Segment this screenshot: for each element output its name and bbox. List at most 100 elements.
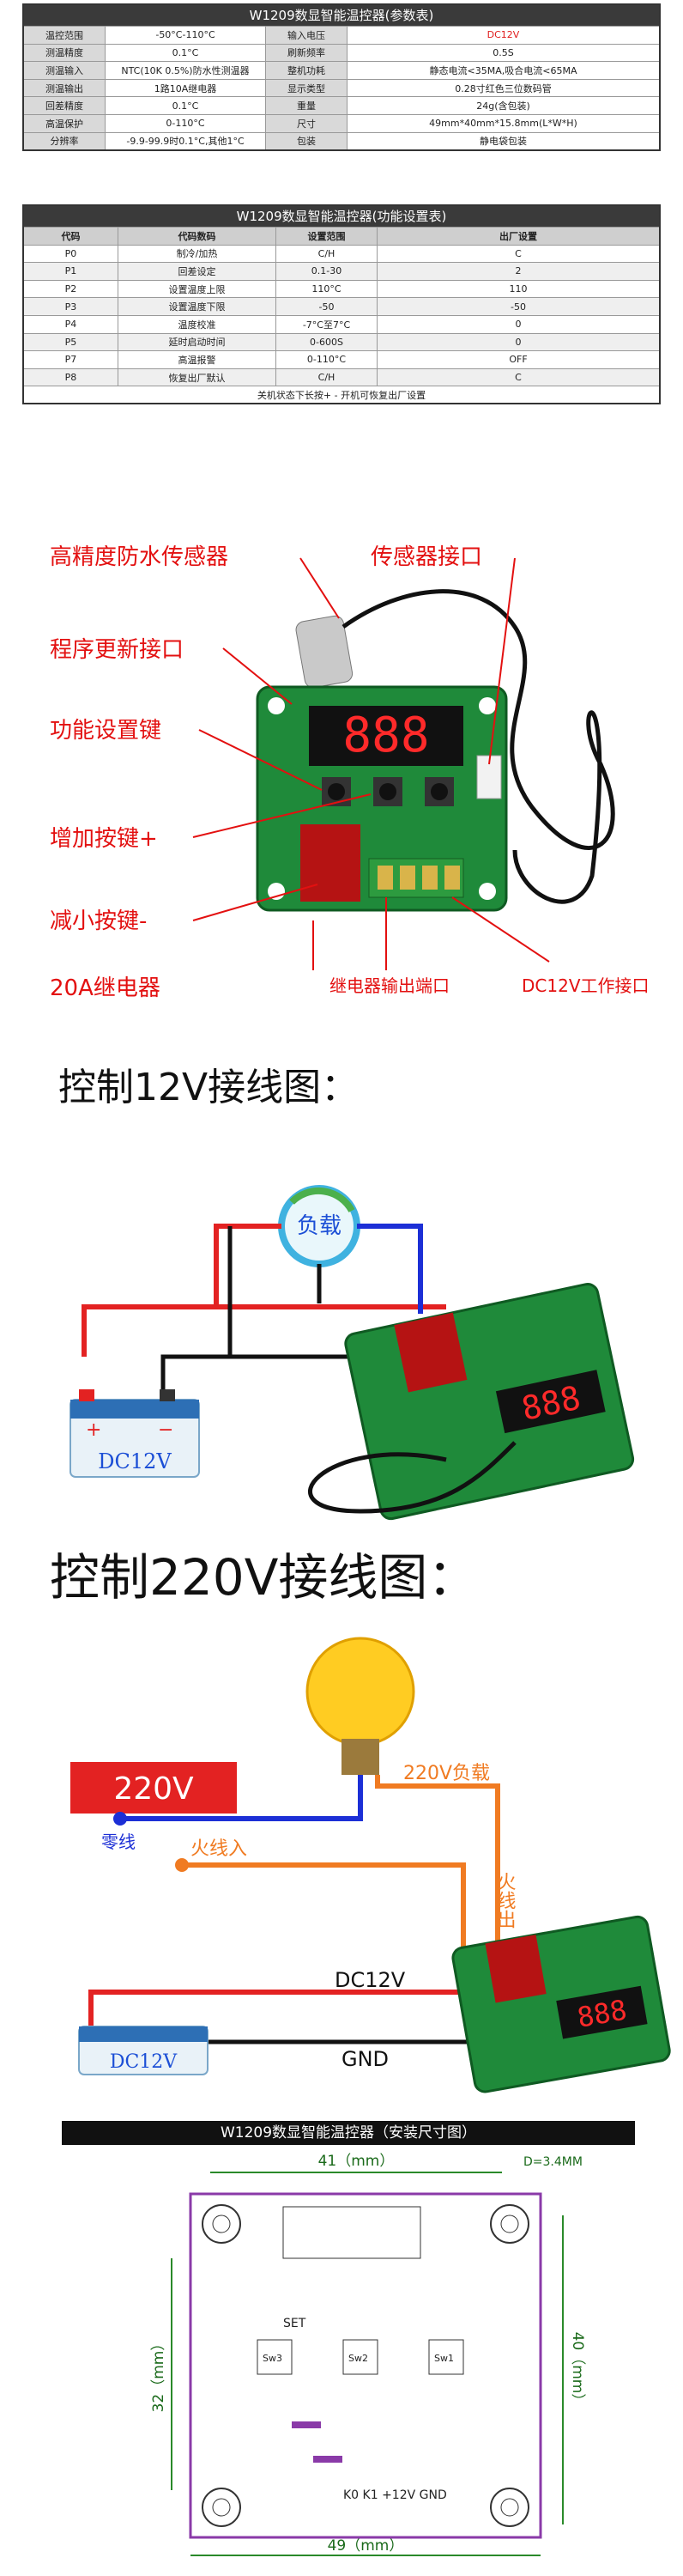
battery-label: DC12V	[98, 1449, 172, 1473]
func-cell: OFF	[509, 354, 528, 366]
wiring12-illustration: 负载 + − DC12V 888	[70, 1185, 635, 1521]
params-cell: 0.5S	[493, 46, 514, 58]
func-cell: 设置温度下限	[118, 298, 276, 315]
params-cell: 包装	[266, 132, 348, 150]
func-cell: 0	[515, 319, 522, 331]
params-cell: 显示类型	[266, 79, 348, 97]
func-cell: 温度校准	[118, 315, 276, 333]
params-cell: 尺寸	[266, 114, 348, 132]
params-cell: 49mm*40mm*15.8mm(L*W*H)	[429, 118, 577, 130]
func-cell: 恢复出厂默认	[118, 368, 276, 386]
func-cell: 设置温度上限	[118, 280, 276, 298]
label-minus-key: 减小按键-	[50, 908, 148, 934]
func-cell: 制冷/加热	[118, 245, 276, 263]
label-sensor-port: 传感器接口	[371, 544, 483, 570]
func-cell: P1	[24, 263, 118, 280]
params-cell: DC12V	[487, 29, 520, 41]
func-cell: C	[515, 247, 522, 259]
header-name: 代码数码	[118, 228, 276, 245]
sensor-probe	[295, 615, 354, 689]
wiring-220v: 控制220V接线图： 220V负载 220V 零线 火线入 火线出 DC12V …	[0, 1528, 683, 2093]
sensor-cable-12v	[308, 1441, 517, 1514]
battery-plus: +	[86, 1419, 101, 1441]
label-sensor: 高精度防水传感器	[50, 544, 229, 570]
func-cell: P7	[24, 351, 118, 368]
func-cell: P0	[24, 245, 118, 263]
neutral-wire	[120, 1775, 363, 1821]
params-cell: 高温保护	[24, 114, 106, 132]
battery-minus: −	[158, 1419, 173, 1441]
wiring220-title: 控制220V接线图：	[50, 1548, 478, 1607]
params-cell: -9.9-99.9时0.1°C,其他1°C	[106, 132, 266, 150]
params-cell: 0-110°C	[106, 114, 266, 132]
func-cell: -50	[378, 298, 659, 315]
func-cell: 延时启动时间	[118, 333, 276, 351]
dim-set: SET	[283, 2317, 306, 2330]
params-cell: 重量	[266, 97, 348, 114]
func-cell: P4	[24, 315, 118, 333]
header-range: 设置范围	[276, 228, 378, 245]
dc-plus-wire	[88, 1990, 515, 2026]
black-wire	[160, 1226, 233, 1400]
dim-height-right: 40（mm）	[569, 2332, 586, 2409]
params-cell: 0.1°C	[106, 97, 266, 114]
label-relay: 20A继电器	[50, 975, 160, 1001]
blue-wire	[357, 1224, 423, 1314]
params-cell: 整机功耗	[266, 62, 348, 79]
dims-section: W1209数显智能温控器（安装尺寸图） 41（mm） 49（mm） 32（mm）…	[0, 2095, 683, 2576]
params-table-title: W1209数显智能温控器(参数表)	[24, 5, 659, 26]
func-cell: P2	[24, 280, 118, 298]
params-cell: 0.28寸红色三位数码管	[455, 82, 552, 94]
params-cell: 分辨率	[24, 132, 106, 150]
dim-pins: K0 K1 +12V GND	[343, 2488, 447, 2502]
func-cell: 110°C	[276, 280, 378, 298]
load-label: 负载	[297, 1213, 342, 1239]
params-cell: 测温输出	[24, 79, 106, 97]
params-cell: 测温精度	[24, 44, 106, 62]
func-cell: 0	[378, 333, 659, 351]
seven-seg-display	[309, 706, 463, 766]
dims-title: W1209数显智能温控器（安装尺寸图）	[62, 2121, 635, 2145]
header-default: 出厂设置	[499, 230, 537, 242]
wiring-12v: 控制12V接线图： 负载 + − DC12V 888	[0, 1030, 683, 1521]
func-cell: C/H	[276, 368, 378, 386]
source-label: 220V	[113, 1771, 194, 1807]
params-cell: 0.1°C	[106, 44, 266, 62]
func-cell: 回差设定	[118, 263, 276, 280]
board-diagram: 888 高精度防水传感器 传感器接口 程序更新接口	[0, 481, 683, 1013]
func-cell: 110	[509, 283, 528, 295]
sensor-cable	[342, 589, 615, 904]
params-cell: -50°C-110°C	[106, 27, 266, 44]
func-cell: 0-110°C	[276, 351, 378, 368]
func-cell: P5	[24, 333, 118, 351]
gnd-label: GND	[342, 2047, 389, 2071]
params-cell: 温控范围	[24, 27, 106, 44]
func-cell: 2	[378, 263, 659, 280]
params-cell: 静电袋包装	[480, 136, 527, 148]
label-dc-port: DC12V工作接口	[522, 975, 650, 996]
dims-drawing: 41（mm） 49（mm） 32（mm） 40（mm） D=3.4MM SET …	[150, 2153, 586, 2556]
display-digits: 888	[342, 708, 429, 763]
mount-hole	[479, 883, 496, 900]
neutral-label: 零线	[101, 1832, 136, 1852]
params-cell: 静态电流<35MA,吸合电流<65MA	[429, 64, 577, 76]
wiring220-illustration: 220V负载 220V 零线 火线入 火线出 DC12V GND DC12V 8…	[70, 1637, 671, 2093]
live-out-wire	[375, 1775, 500, 2009]
label-relay-out: 继电器输出端口	[329, 975, 450, 996]
params-cell: 24g(含包装)	[476, 100, 530, 112]
pcb-12v: 888	[344, 1283, 635, 1521]
label-program-port: 程序更新接口	[50, 637, 184, 663]
func-table-title: W1209数显智能温控器(功能设置表)	[24, 206, 659, 227]
dim-sw3: Sw3	[263, 2353, 282, 2364]
func-cell: 0-600S	[276, 333, 378, 351]
